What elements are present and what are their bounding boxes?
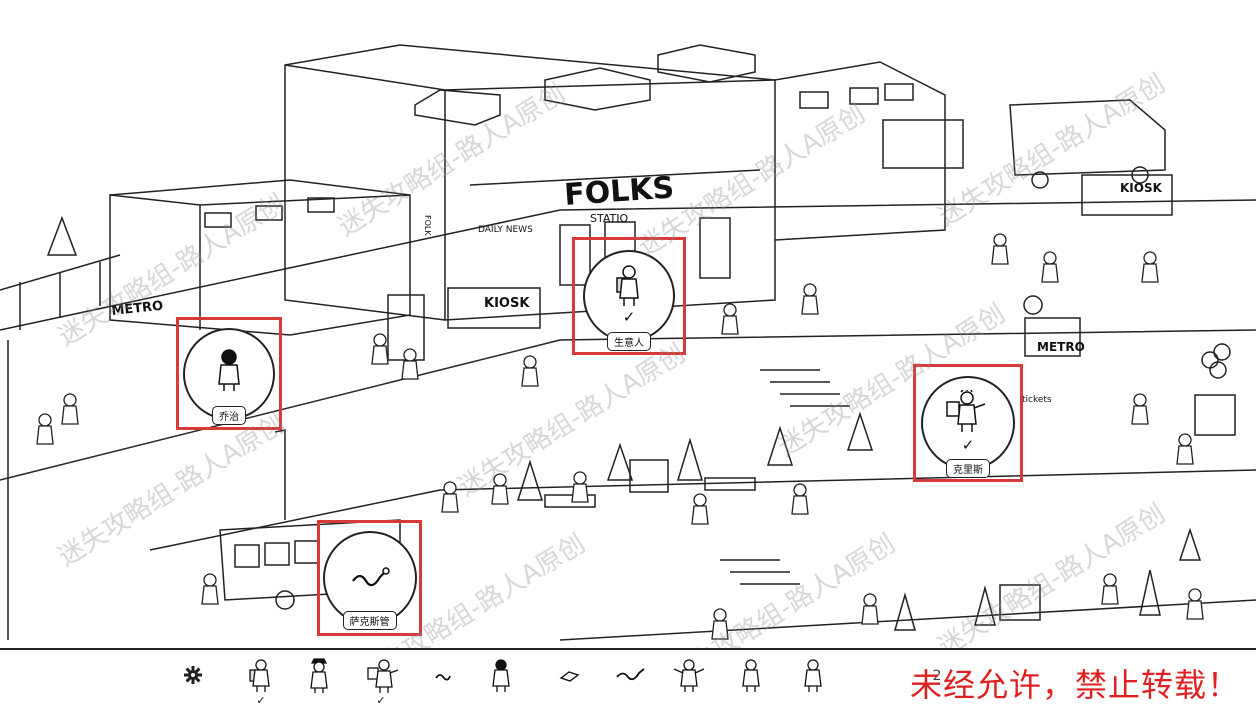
station-sign: FOLKS <box>563 170 675 213</box>
person-icon <box>742 659 760 692</box>
copyright-notice: 未经允许，禁止转载！ <box>909 666 1240 704</box>
hint-label: 乔治 <box>212 406 246 425</box>
town-illustration: FOLKS STATIO KIOSK KIOSK METRO METRO DAI… <box>0 44 1256 641</box>
backpack-person-icon <box>616 265 639 306</box>
toolbar-item[interactable] <box>728 650 774 709</box>
gear-icon <box>184 666 202 684</box>
hint-bubble <box>183 327 275 420</box>
settings-button[interactable] <box>170 650 216 709</box>
toolbar-item[interactable] <box>790 650 836 709</box>
toolbar-counter: 2 <box>922 650 952 709</box>
saxophone-icon <box>351 567 390 587</box>
found-check: ✓ <box>961 436 975 454</box>
kiosk-left-sign: KIOSK <box>484 296 530 311</box>
worm-icon <box>435 674 451 681</box>
hint-label: 生意人 <box>607 332 651 351</box>
person-icon <box>492 659 510 692</box>
eraser-icon <box>559 671 580 682</box>
hat-person-icon <box>310 658 328 693</box>
reading-person-icon <box>946 390 986 432</box>
toolbar-item[interactable] <box>606 650 652 709</box>
folk-sign: FOLK <box>423 215 432 236</box>
reading-person-icon <box>367 659 399 693</box>
hint-bubble: ✓ <box>921 376 1015 470</box>
found-check: ✓ <box>622 308 636 326</box>
hint-label: 萨克斯管 <box>342 611 397 630</box>
toolbar-item[interactable]: ✓ <box>358 650 404 709</box>
tickets-sign: tickets <box>1022 395 1052 405</box>
counter-text: 2 <box>932 668 942 684</box>
hint-box-businessman[interactable]: ✓ 生意人 <box>572 237 686 355</box>
hint-box-chris[interactable]: ✓ 克里斯 <box>913 364 1023 482</box>
game-scene[interactable]: FOLKS STATIO KIOSK KIOSK METRO METRO DAI… <box>0 0 1256 648</box>
found-check: ✓ <box>256 694 266 707</box>
target-toolbar: ✓ ✓ 2 未经允许，禁止转载！ <box>0 648 1256 709</box>
toolbar-item[interactable]: ✓ <box>238 650 284 709</box>
person-icon <box>218 348 240 391</box>
toolbar-item[interactable] <box>546 650 592 709</box>
hint-bubble: ✓ <box>583 250 675 342</box>
toolbar-item[interactable] <box>478 650 524 709</box>
hint-box-saxophone[interactable]: 萨克斯管 <box>317 520 422 636</box>
backpack-person-icon <box>249 659 270 692</box>
daily-news-sign: DAILY NEWS <box>478 225 533 235</box>
found-check: ✓ <box>376 694 386 707</box>
hint-box-george[interactable]: 乔治 <box>176 317 282 430</box>
kiosk-right-sign: KIOSK <box>1120 181 1163 195</box>
toolbar-item[interactable] <box>664 650 710 709</box>
metro-right-sign: METRO <box>1037 340 1085 354</box>
hint-label: 克里斯 <box>946 459 990 478</box>
toolbar-item[interactable] <box>296 650 342 709</box>
arms-open-person-icon <box>673 659 705 692</box>
cat-person-icon <box>804 659 822 692</box>
toolbar-item[interactable] <box>420 650 466 709</box>
metro-left-sign: METRO <box>111 299 164 319</box>
station-sub-sign: STATIO <box>590 212 628 225</box>
saxophone-icon <box>616 668 645 681</box>
